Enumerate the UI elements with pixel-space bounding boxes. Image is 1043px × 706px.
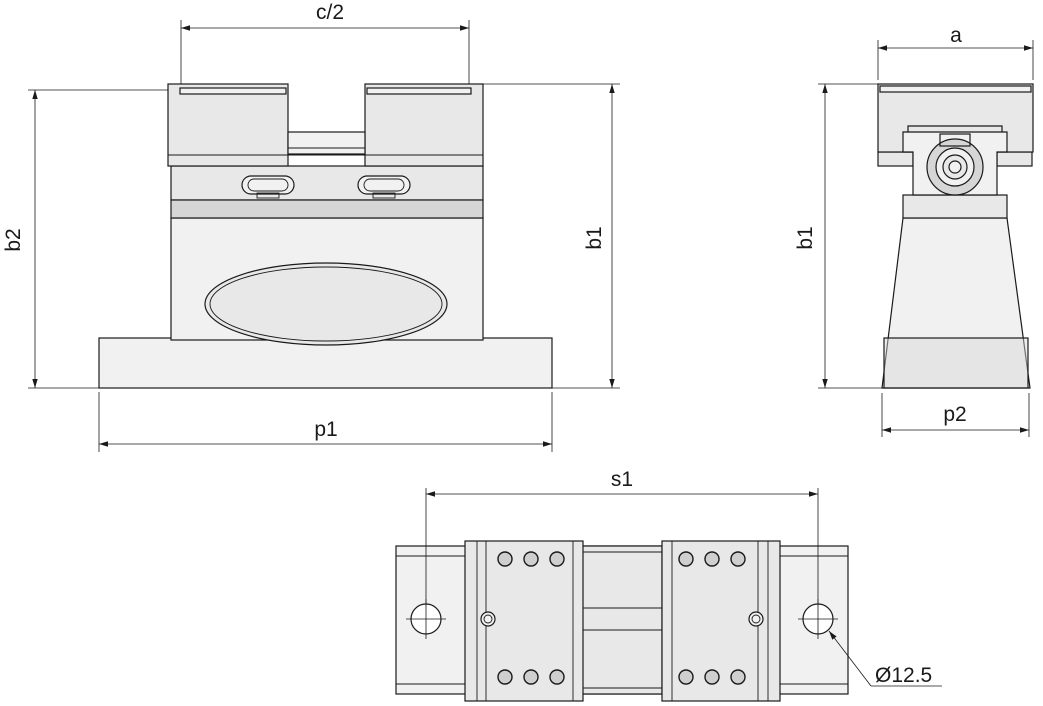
dim-label-p2: p2 [943,403,966,426]
dim-label-a: a [950,24,962,47]
front-view: c/2 b2 b1 p1 [2,1,620,452]
front-base-flange [98,337,553,389]
dim-label-c-half: c/2 [316,1,344,24]
dim-label-b1-front: b1 [583,226,606,249]
front-oval-window [204,262,448,346]
front-rail-strip [170,199,484,219]
dim-label-p1: p1 [314,418,337,441]
dim-label-hole-diameter: Ø12.5 [875,664,932,687]
bolt-icon [523,669,539,685]
front-center-bar [287,131,366,155]
set-screw-icon [748,611,764,627]
bolt-icon [730,669,746,685]
front-left-carriage [167,83,289,167]
side-left-shoulder [877,151,914,167]
top-right-bolt-group [678,551,746,685]
bolt-icon [704,669,720,685]
top-view: s1 Ø12.5 [395,468,942,702]
front-right-carriage [364,83,484,167]
bolt-icon [549,551,565,567]
bolt-icon [704,551,720,567]
side-view: a b1 p2 [794,24,1034,437]
top-left-bolt-group [497,551,565,685]
front-right-slot [357,175,411,195]
top-center-rail [581,545,663,695]
bolt-icon [549,669,565,685]
bolt-icon [730,551,746,567]
dim-label-s1: s1 [611,468,633,491]
set-screw-icon [480,611,496,627]
dim-label-b2: b2 [2,228,25,251]
front-rail-band [170,165,484,201]
dim-label-b1-side: b1 [794,226,817,249]
bolt-icon [678,551,694,567]
bolt-icon [523,551,539,567]
bolt-icon [497,669,513,685]
front-left-slot [241,175,295,195]
bolt-icon [497,551,513,567]
side-neck [902,194,1008,219]
bolt-icon [678,669,694,685]
side-right-shoulder [996,151,1033,167]
